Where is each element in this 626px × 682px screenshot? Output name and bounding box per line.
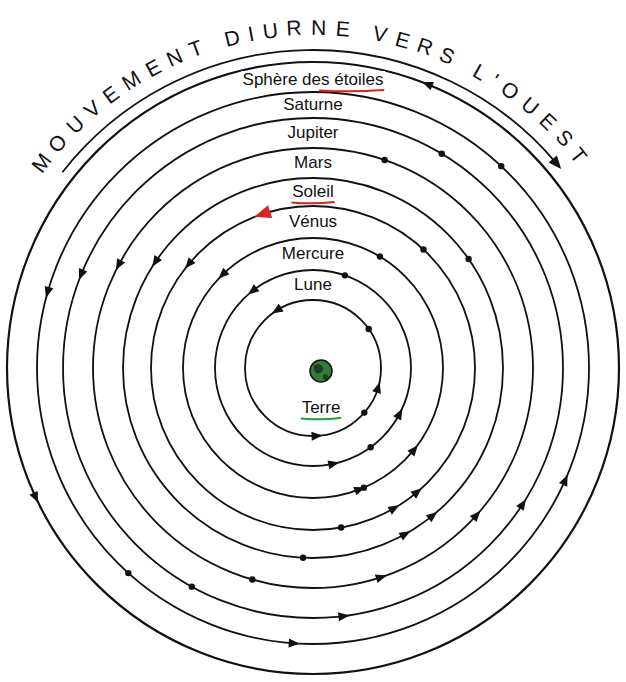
orbit-arrowhead <box>248 284 259 294</box>
arc-letter: M <box>27 150 54 177</box>
planet-dot <box>439 151 445 157</box>
orbit-circle <box>93 148 533 588</box>
orbit-arrowhead <box>328 460 340 469</box>
orbit-arrowhead <box>393 409 402 421</box>
orbit-circle <box>245 300 381 436</box>
orbit-circle <box>7 62 619 674</box>
orbit-arrowhead <box>29 491 38 503</box>
arc-letter: L <box>470 59 490 83</box>
orbit-arrowhead <box>79 268 87 280</box>
orbit-arrowhead <box>45 286 54 298</box>
arc-letter <box>207 32 219 54</box>
orbit-arrowhead <box>426 512 437 522</box>
orbit-arrowhead <box>470 511 481 522</box>
arc-letter: T <box>567 144 591 167</box>
orbit-arrowhead <box>254 205 272 218</box>
arc-letter: U <box>261 19 279 42</box>
arc-letter: O <box>44 130 71 156</box>
orbit-arrowhead <box>407 445 417 456</box>
planet-dot <box>465 256 471 262</box>
orbit-circle <box>215 270 411 466</box>
hand-underline <box>302 418 341 419</box>
planet-dot <box>125 570 131 576</box>
orbit-label: Vénus <box>287 213 339 231</box>
arc-letter: E <box>536 109 561 134</box>
diurnal-arc <box>62 50 556 172</box>
orbit-label: Mercure <box>280 245 346 263</box>
arc-letter <box>357 20 366 42</box>
orbit-label: Jupiter <box>285 124 340 142</box>
orbit-arrowhead <box>549 156 562 170</box>
arc-letter: E <box>393 28 412 52</box>
planet-dot <box>377 253 383 259</box>
arc-letter: E <box>99 82 123 107</box>
orbit-label: Saturne <box>281 96 345 114</box>
planet-dot <box>420 246 426 252</box>
orbit-circle <box>123 178 503 558</box>
arc-letter: U <box>518 93 543 119</box>
orbit-arrowhead <box>516 499 526 511</box>
orbit-arrowhead <box>272 304 284 314</box>
orbit-arrowhead <box>288 638 299 647</box>
arc-letter: U <box>62 112 88 138</box>
planet-dot <box>498 163 504 169</box>
arc-letter: R <box>415 34 436 59</box>
orbit-arrowhead <box>387 505 399 514</box>
planet-dot <box>189 583 195 589</box>
planet-dot <box>342 272 348 278</box>
arc-letter: S <box>552 126 577 151</box>
orbit-arrowhead <box>372 382 381 394</box>
orbit-label: Mars <box>292 154 334 172</box>
arc-letter: V <box>371 22 389 45</box>
arc-letter: O <box>498 77 523 104</box>
arc-letter: I <box>246 22 256 44</box>
arc-letter: E <box>142 55 164 80</box>
earth-globe <box>310 360 332 382</box>
arc-letter: N <box>311 17 327 38</box>
orbit-label: Lune <box>292 276 334 294</box>
orbit-arrowhead <box>152 255 162 267</box>
sphere-label: Sphère des étoiles <box>241 71 386 89</box>
earth-label: Terre <box>300 399 343 417</box>
orbit-arrowhead <box>422 82 434 90</box>
planet-dot <box>249 576 255 582</box>
orbit-arrowhead <box>116 258 125 270</box>
planet-dot <box>361 409 367 415</box>
arc-letter: T <box>186 36 205 60</box>
arc-letter: V <box>80 96 104 121</box>
hand-underline <box>292 202 334 203</box>
hand-underline <box>320 90 383 91</box>
arc-letter: R <box>286 17 302 39</box>
orbit-circle <box>63 118 563 618</box>
arc-letter: N <box>163 44 185 69</box>
orbit-arrowhead <box>218 268 229 279</box>
orbit-arrowhead <box>311 432 322 441</box>
planet-dot <box>338 524 344 530</box>
orbit-circle <box>183 238 443 498</box>
diurnal-motion-label: MOUVEMENT DIURNE VERS L'OUEST <box>0 0 626 360</box>
orbit-arrowhead <box>338 612 349 621</box>
arc-letter <box>457 52 472 73</box>
orbit-arrowhead <box>185 257 196 268</box>
earth-land <box>314 364 329 380</box>
orbit-arrowhead <box>410 488 421 499</box>
arc-letter: S <box>437 43 458 68</box>
orbit-arrowhead <box>399 531 411 540</box>
planet-dot <box>361 484 367 490</box>
arc-letter: E <box>335 18 351 40</box>
arc-letter: M <box>118 67 144 94</box>
planet-dot <box>381 157 387 163</box>
orbit-label: Soleil <box>290 183 336 201</box>
planet-dot <box>367 444 373 450</box>
orbit-circle <box>37 92 589 644</box>
orbit-arrowhead <box>375 574 387 583</box>
planet-dot <box>300 555 306 561</box>
orbit-circle <box>151 206 475 530</box>
planet-dot <box>366 326 372 332</box>
arc-letter: ' <box>487 70 502 90</box>
arc-letter: D <box>222 25 242 49</box>
orbit-arrowhead <box>559 475 568 487</box>
